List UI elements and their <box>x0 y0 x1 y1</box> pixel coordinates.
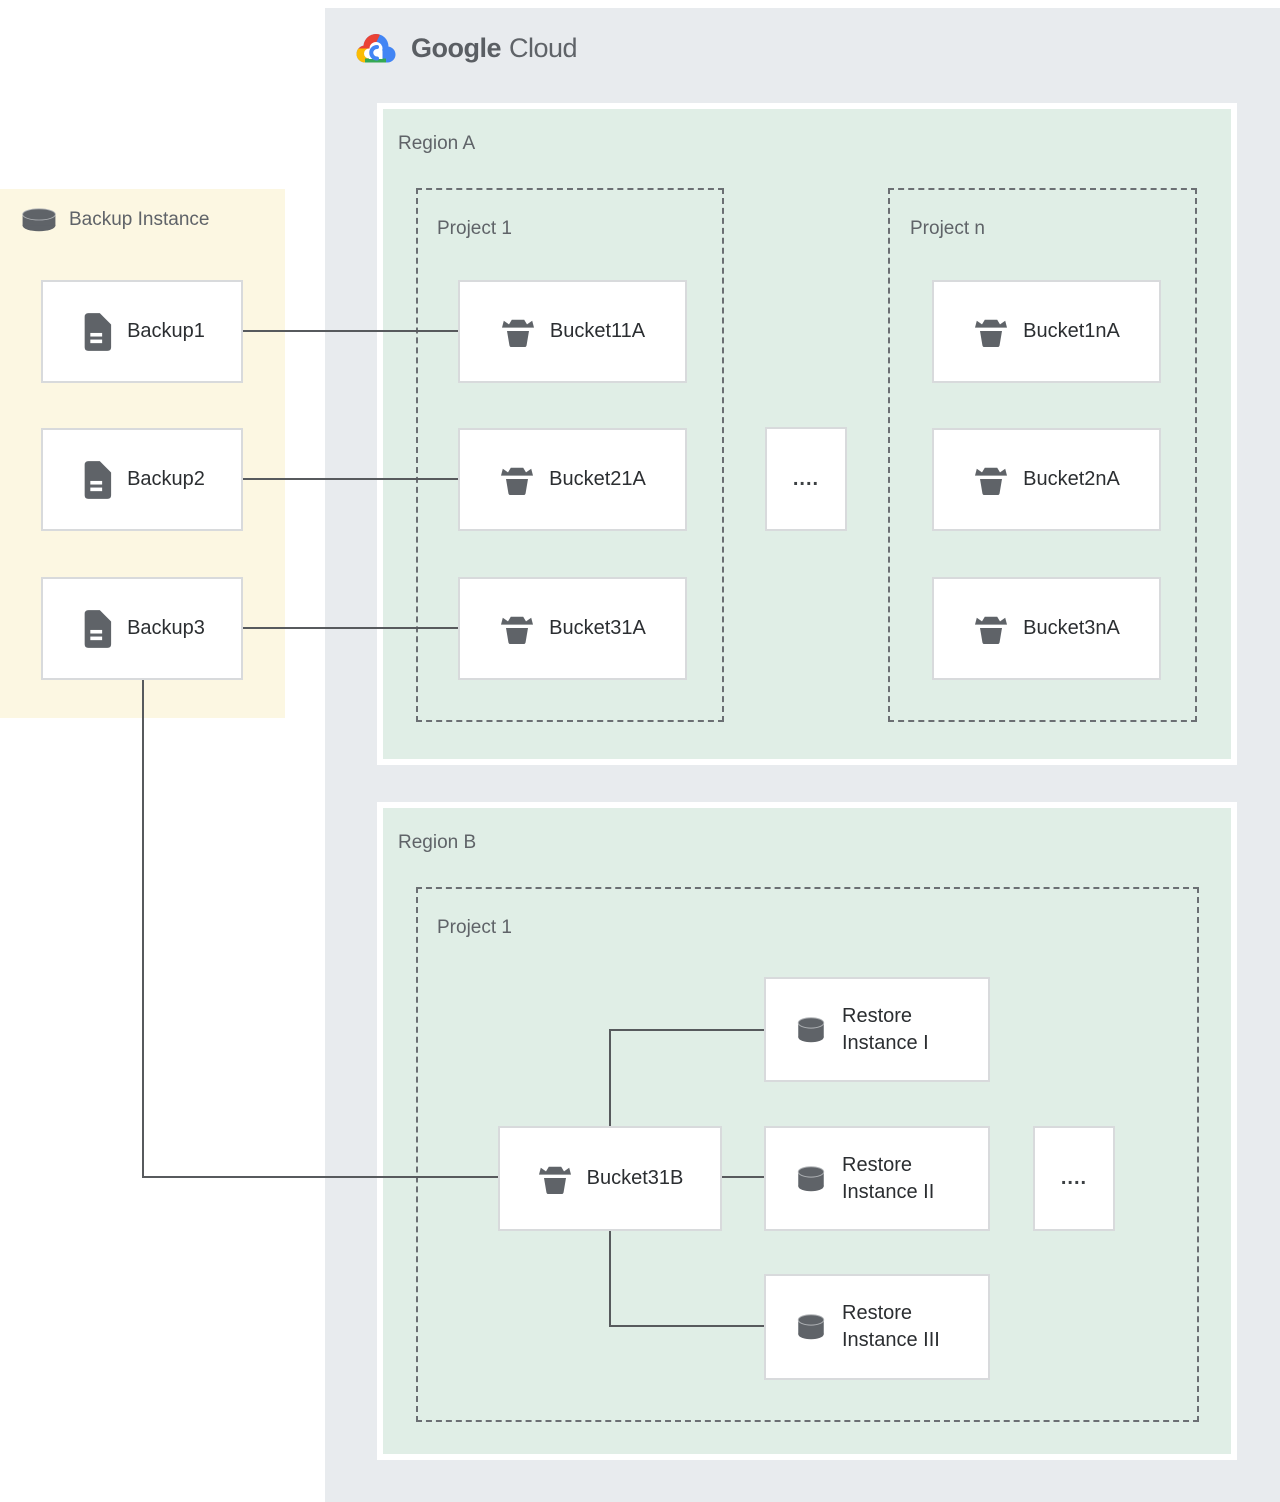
connector-backup2-bucket21a <box>243 478 458 480</box>
database-icon <box>794 1162 828 1196</box>
bucket11a-label: Bucket11A <box>549 320 646 342</box>
bucket2na-label: Bucket2nA <box>1023 468 1120 490</box>
google-cloud-logo-icon <box>352 28 400 68</box>
bucket-icon <box>500 314 536 350</box>
bucket3na-label: Bucket3nA <box>1023 617 1120 639</box>
bucket1na-label: Bucket1nA <box>1023 320 1120 342</box>
region-b-project-1-label: Project 1 <box>437 917 512 938</box>
connector-bucket31b-restore3-vertical <box>609 1231 611 1327</box>
backup-instance-title: Backup Instance <box>20 207 209 233</box>
database-icon <box>794 1310 828 1344</box>
connector-bucket31b-restore1-horizontal <box>609 1029 764 1031</box>
region-b-project-1-box <box>416 887 1199 1422</box>
backup-instance-title-label: Backup Instance <box>69 209 210 230</box>
google-cloud-logo: Google Cloud <box>352 28 578 68</box>
more-projects-box: .... <box>765 427 847 531</box>
region-b-label: Region B <box>398 832 477 853</box>
bucket31b-label: Bucket31B <box>586 1167 684 1189</box>
connector-backup3-bucket31b-horizontal <box>142 1176 498 1178</box>
ellipsis-label: .... <box>792 467 820 490</box>
ellipsis-label: .... <box>1060 1167 1088 1189</box>
bucket31a-node: Bucket31A <box>458 577 687 680</box>
connector-bucket31b-restore1-vertical <box>609 1029 611 1126</box>
bucket-icon <box>499 611 535 647</box>
bucket-icon <box>537 1161 573 1197</box>
connector-bucket31b-restore2 <box>722 1176 764 1178</box>
more-restores-box: .... <box>1033 1126 1115 1231</box>
bucket21a-label: Bucket21A <box>549 468 646 490</box>
document-icon <box>79 311 113 353</box>
region-a-project-1-label: Project 1 <box>437 218 512 239</box>
backup1-node: Backup1 <box>41 280 243 383</box>
document-icon <box>79 608 113 650</box>
restore-instance-1-node: Restore Instance I <box>764 977 990 1082</box>
bucket21a-node: Bucket21A <box>458 428 687 531</box>
backup3-node: Backup3 <box>41 577 243 680</box>
connector-backup3-bucket31a <box>243 627 458 629</box>
backup1-label: Backup1 <box>127 320 205 342</box>
bucket-icon <box>973 611 1009 647</box>
region-a-project-n-box <box>888 188 1197 722</box>
bucket31a-label: Bucket31A <box>549 617 646 639</box>
bucket-icon <box>499 462 535 498</box>
restore-instance-1-label: Restore Instance I <box>842 1004 929 1054</box>
database-icon <box>20 207 58 233</box>
restore-instance-2-node: Restore Instance II <box>764 1126 990 1231</box>
region-a-label: Region A <box>398 133 476 154</box>
logo-text-google: Google <box>411 32 502 63</box>
backup3-label: Backup3 <box>127 617 205 639</box>
region-a-project-n-label: Project n <box>910 218 985 239</box>
restore-instance-3-node: Restore Instance III <box>764 1274 990 1380</box>
connector-bucket31b-restore3-horizontal <box>609 1325 764 1327</box>
bucket11a-node: Bucket11A <box>458 280 687 383</box>
logo-text-cloud: Cloud <box>509 32 578 63</box>
bucket-icon <box>973 462 1009 498</box>
bucket31b-node: Bucket31B <box>498 1126 722 1231</box>
document-icon <box>79 459 113 501</box>
restore-instance-2-label: Restore Instance II <box>842 1153 935 1203</box>
region-a-project-1-box <box>416 188 724 722</box>
database-icon <box>794 1013 828 1047</box>
connector-backup1-bucket11a <box>243 330 458 332</box>
backup2-node: Backup2 <box>41 428 243 531</box>
connector-backup3-bucket31b-vertical <box>142 680 144 1178</box>
bucket-icon <box>973 314 1009 350</box>
bucket3na-node: Bucket3nA <box>932 577 1161 680</box>
backup2-label: Backup2 <box>127 468 205 490</box>
restore-instance-3-label: Restore Instance III <box>842 1302 940 1351</box>
bucket2na-node: Bucket2nA <box>932 428 1161 531</box>
bucket1na-node: Bucket1nA <box>932 280 1161 383</box>
